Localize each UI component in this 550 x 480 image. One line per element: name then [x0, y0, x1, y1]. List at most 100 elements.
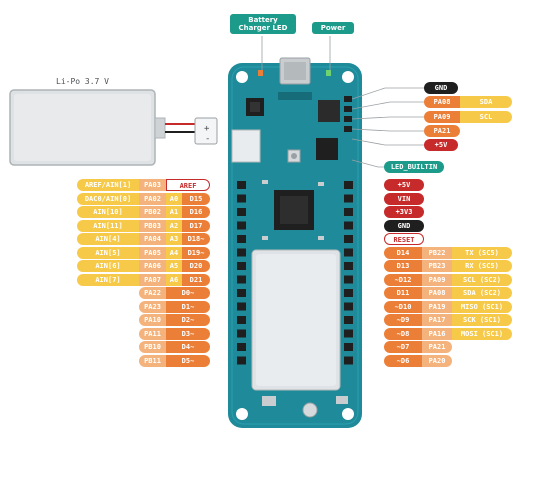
right-port-label: PA09 — [422, 273, 452, 286]
left-header-pin — [237, 262, 246, 270]
right-function-label: RX (SC5) — [452, 260, 512, 272]
left-digital-pin-label: D17 — [182, 219, 210, 232]
right-digital-pin-label: ~D9 — [384, 314, 422, 326]
right-port-label: PA20 — [422, 354, 452, 367]
right-header-pin — [344, 194, 353, 203]
right-digital-pin-label: D13 — [384, 260, 422, 272]
right-header-pin — [344, 275, 353, 284]
left-header-pin — [237, 329, 246, 338]
right-power-pin-label: +5V — [384, 179, 424, 191]
right-digital-pin-label: D14 — [384, 246, 422, 259]
battery-minus-sign: - — [205, 134, 210, 144]
left-port-label: PA06 — [139, 260, 166, 272]
left-header-pin — [237, 181, 246, 189]
right-port-label: PA16 — [422, 327, 452, 340]
left-analog-pin-label: A4 — [166, 246, 182, 259]
left-port-label: PA05 — [139, 246, 166, 259]
left-port-label: PA07 — [139, 273, 166, 286]
right-header-pin — [344, 289, 353, 297]
left-aref-label: AREF — [166, 179, 210, 191]
right-header-pin — [344, 302, 353, 311]
left-port-label: PA23 — [139, 300, 166, 313]
right-power-pin-label: VIN — [384, 192, 424, 205]
left-header-pin — [237, 235, 246, 243]
upper-scl-label: SCL — [460, 111, 512, 123]
right-header-pin — [344, 208, 353, 216]
left-header-pin — [237, 208, 246, 216]
right-header-pin — [344, 316, 353, 324]
right-digital-pin-label: ~D6 — [384, 354, 422, 367]
left-port-label: PB03 — [139, 219, 166, 232]
battery-plus-sign: + — [204, 124, 210, 134]
right-header-pin — [344, 221, 353, 230]
left-header-pin — [237, 316, 246, 324]
right-port-label: PB22 — [422, 246, 452, 259]
left-alt-function-label: DAC0/AIN[0] — [77, 192, 139, 205]
right-power-pin-label: RESET — [384, 233, 424, 245]
left-header-pin — [237, 289, 246, 297]
right-function-label: SCL (SC2) — [452, 273, 512, 286]
left-digital-pin-label: D21 — [182, 273, 210, 286]
led-builtin-label: LED_BUILTIN — [384, 161, 444, 173]
left-alt-function-label: AIN[11] — [77, 219, 139, 232]
left-digital-pin-label: D1~ — [166, 300, 210, 313]
right-digital-pin-label: ~D12 — [384, 273, 422, 286]
left-alt-function-label: AREF/AIN[1] — [77, 179, 139, 191]
right-header-pin — [344, 329, 353, 338]
right-header-pin — [344, 262, 353, 270]
right-digital-pin-label: ~D10 — [384, 300, 422, 313]
upper-gnd-label: GND — [424, 82, 458, 94]
upper-5v-label: +5V — [424, 139, 458, 151]
right-header-pin — [344, 181, 353, 189]
left-digital-pin-label: D15 — [182, 192, 210, 205]
left-port-label: PB02 — [139, 206, 166, 218]
battery-label: Li-Po 3.7 V — [56, 77, 109, 86]
right-digital-pin-label: ~D8 — [384, 327, 422, 340]
left-header-pin — [237, 248, 246, 257]
left-alt-function-label: AIN[10] — [77, 206, 139, 218]
right-port-label: PA21 — [422, 341, 452, 353]
left-digital-pin-label: D4~ — [166, 341, 210, 353]
left-port-label: PA10 — [139, 314, 166, 326]
right-function-label: SCK (SC1) — [452, 314, 512, 326]
right-power-pin-label: +3V3 — [384, 206, 424, 218]
upper-pa08-label: PA08 — [424, 96, 460, 108]
upper-sda-label: SDA — [460, 96, 512, 108]
right-digital-pin-label: ~D7 — [384, 341, 422, 353]
right-port-label: PA17 — [422, 314, 452, 326]
left-port-label: PA11 — [139, 327, 166, 340]
right-header-pin — [344, 356, 353, 365]
power-led-label: Power — [312, 22, 354, 34]
lipo-battery — [9, 89, 218, 166]
left-port-label: PB10 — [139, 341, 166, 353]
left-analog-pin-label: A5 — [166, 260, 182, 272]
right-function-label: MOSI (SC1) — [452, 327, 512, 340]
right-header-pin — [344, 343, 353, 351]
left-port-label: PA02 — [139, 192, 166, 205]
left-port-label: PA04 — [139, 233, 166, 245]
left-header-pin — [237, 275, 246, 284]
left-analog-pin-label: A1 — [166, 206, 182, 218]
right-header-pin — [344, 235, 353, 243]
right-header-pins — [344, 181, 353, 365]
left-alt-function-label: AIN[7] — [77, 273, 139, 286]
left-header-pin — [237, 221, 246, 230]
right-function-label: MISO (SC1) — [452, 300, 512, 313]
left-port-label: PB11 — [139, 354, 166, 367]
left-digital-pin-label: D20 — [182, 260, 210, 272]
right-port-label: PA08 — [422, 287, 452, 299]
upper-right-pins — [344, 96, 352, 132]
left-port-label: PA03 — [139, 179, 166, 191]
left-digital-pin-label: D16 — [182, 206, 210, 218]
right-digital-pin-label: D11 — [384, 287, 422, 299]
left-header-pin — [237, 356, 246, 365]
right-port-label: PB23 — [422, 260, 452, 272]
left-digital-pin-label: D3~ — [166, 327, 210, 340]
leader-lines — [261, 36, 424, 168]
left-digital-pin-label: D18~ — [182, 233, 210, 245]
right-power-pin-label: GND — [384, 219, 424, 232]
left-analog-pin-label: A2 — [166, 219, 182, 232]
left-port-label: PA22 — [139, 287, 166, 299]
upper-pa09-label: PA09 — [424, 111, 460, 123]
